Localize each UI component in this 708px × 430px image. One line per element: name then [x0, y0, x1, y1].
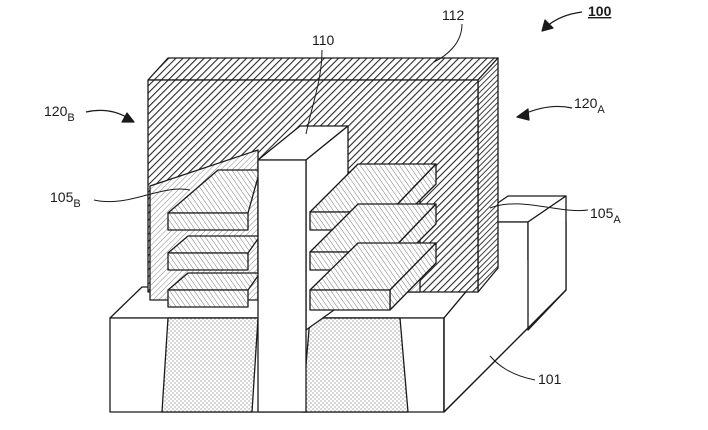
label-105a-main: 105: [590, 205, 614, 221]
leader-lines: [93, 23, 589, 381]
label-120b-main: 120: [44, 103, 68, 119]
label-120a-main: 120: [574, 95, 598, 111]
nanosheet-stack-a: [309, 163, 437, 311]
label-105a-sub: A: [613, 214, 621, 226]
label-120b: 120B: [44, 103, 75, 124]
substrate-trench-right: [301, 317, 409, 413]
label-105a: 105A: [590, 205, 621, 226]
arrow-120b: [85, 109, 135, 123]
substrate-trench-left: [161, 317, 259, 413]
label-112: 112: [442, 7, 465, 23]
arrow-100: [541, 11, 583, 32]
arrow-120a: [516, 105, 573, 121]
label-105b-main: 105: [50, 189, 74, 205]
label-120b-sub: B: [67, 112, 74, 124]
label-101: 101: [538, 371, 562, 387]
label-100: 100: [588, 3, 612, 19]
label-105b-sub: B: [73, 198, 80, 210]
label-120a-sub: A: [597, 104, 605, 116]
label-105b: 105B: [50, 189, 81, 210]
label-120a: 120A: [574, 95, 605, 116]
label-110: 110: [312, 32, 335, 48]
